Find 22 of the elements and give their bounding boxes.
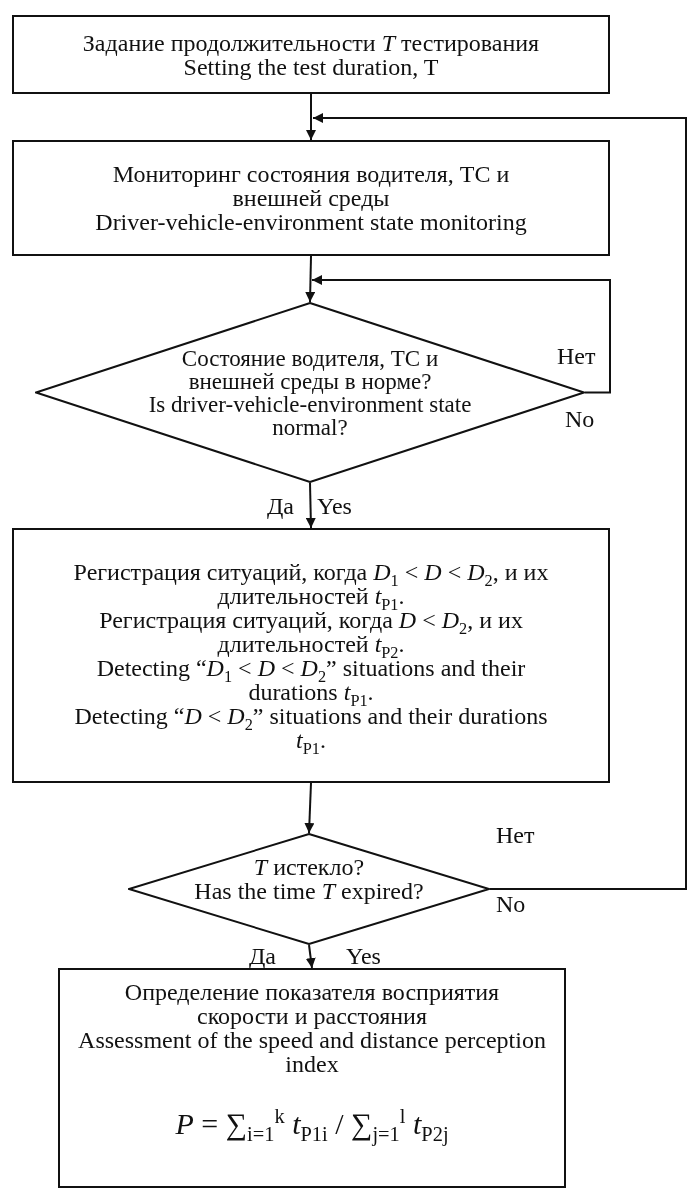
arrow [312,113,687,890]
arrow [305,482,316,529]
process-box [12,528,610,783]
arrow [305,944,316,969]
formula: P = ∑$_{i=1}$$^{k}$ t$_{P1i}$ / ∑$_{j=1}$$^{l}$ t$_{P2j}$ [175,1104,449,1144]
arrow [306,93,316,141]
process-box [58,968,566,1188]
arrow [304,782,315,834]
decision-diamond [128,833,490,945]
process-box [12,140,610,256]
step-text: Задание продолжительности T тестирования [82,30,540,55]
question-text: T истекло? [253,855,365,879]
step-text: Assessment of the speed and distance perception index [77,1028,547,1076]
step-text: Определение показателя восприятия скорости и расстояния [123,980,501,1028]
arrow [311,275,611,394]
question-text: Состояние водителя, ТС и внешней среды в норме? [180,346,440,393]
question-text: Has the time T expired? [194,879,424,903]
arrow [305,255,316,303]
process-box [12,15,610,94]
step-text: Driver-vehicle-environment state monitoring [95,210,527,234]
step-text: Мониторинг состояния водителя, ТС и внешней среды [111,162,511,210]
step-text: Регистрация ситуаций, когда D$_{1}$ < D < D$_{2}$, и их длительностей t$_{P1}$. [72,559,550,608]
